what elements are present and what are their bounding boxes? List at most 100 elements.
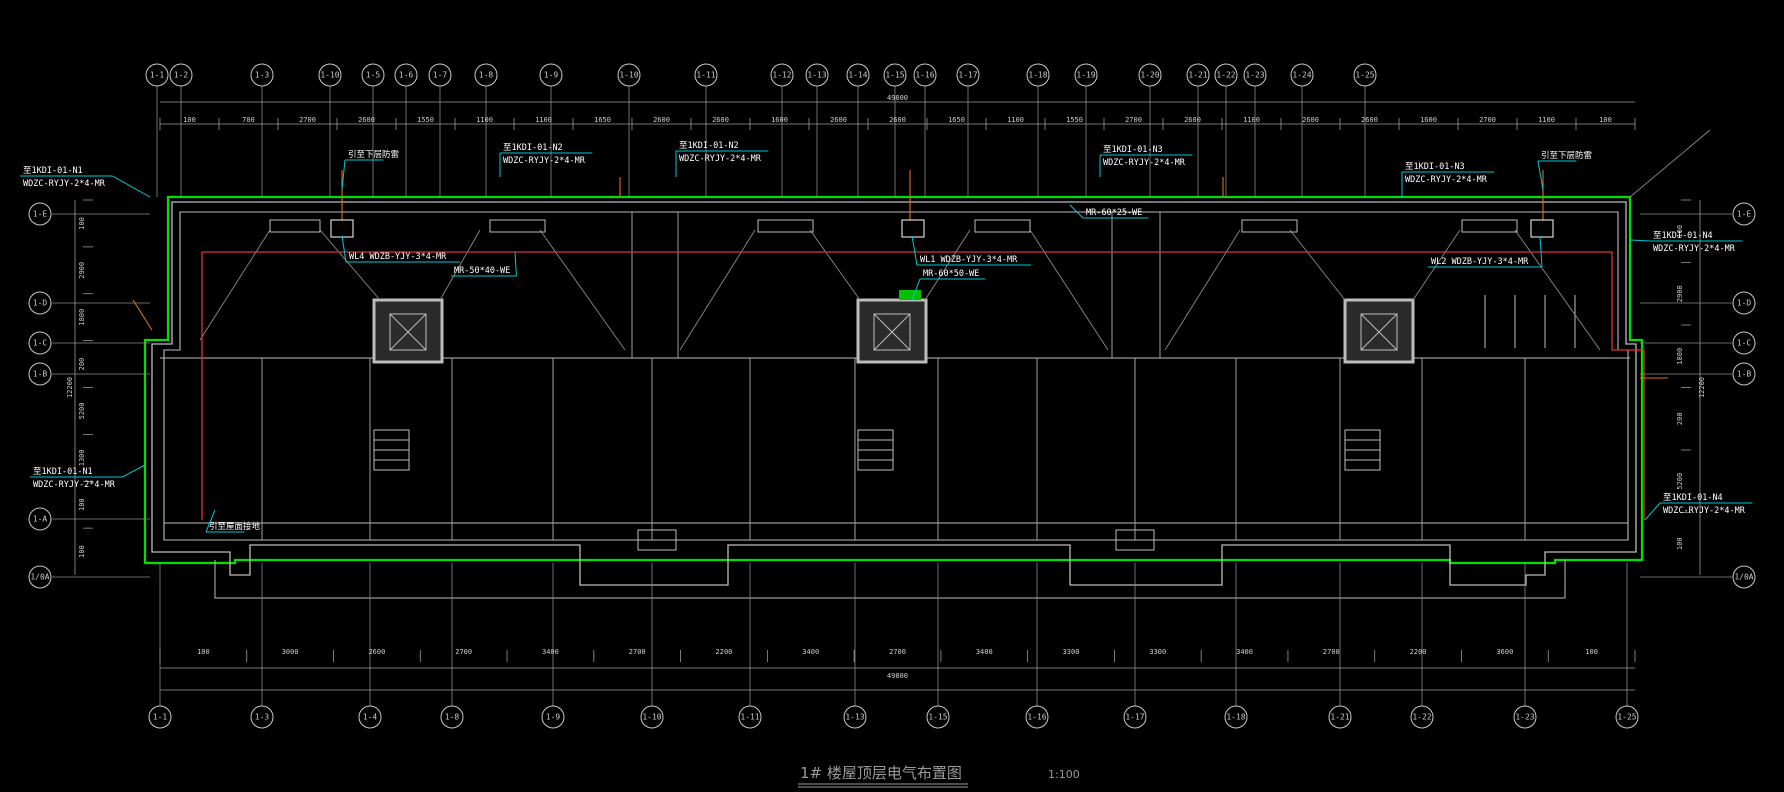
dim-value: 1650 (948, 116, 965, 124)
grid-bubble (169, 63, 193, 87)
grid-label: 1-C (33, 339, 48, 348)
grid-bubble (428, 63, 452, 87)
leader-line (1537, 160, 1544, 191)
outer-wall (151, 201, 1637, 586)
dim-value: 1100 (476, 116, 493, 124)
dim-value: 2700 (629, 648, 646, 656)
grid-bubble (1732, 565, 1756, 589)
grid-label: 1-E (1737, 210, 1752, 219)
grid-label: 1-3 (255, 713, 270, 722)
dim-value: 5200 (1676, 473, 1684, 490)
annotation-line1: 至1KDI-01-N3 (1103, 145, 1163, 155)
grid-label: 1-D (1737, 299, 1752, 308)
annotation-line2: WDZC-RYJY-2*4-MR (679, 154, 762, 164)
grid-bubble (440, 705, 464, 729)
annotation-line2: WDZC-RYJY-2*4-MR (1405, 175, 1488, 185)
grid-bubble (394, 63, 418, 87)
annotation-line1: WL4 WDZB-YJY-3*4-MR (349, 252, 447, 262)
annotation-line1: 引至下层防雷 (348, 149, 399, 160)
dim-value: 2600 (1184, 116, 1201, 124)
drawing-title-block: 1# 楼屋顶层电气布置图 1:100 (798, 764, 1080, 788)
dim-value: 2700 (889, 648, 906, 656)
dim-value: 1650 (594, 116, 611, 124)
grid-label: 1-23 (1245, 71, 1264, 80)
dim-value: 1600 (1420, 116, 1437, 124)
distribution-boxes (330, 219, 1554, 238)
dim-value: 2700 (299, 116, 316, 124)
annotation-line1: MR-60*50-WE (923, 269, 979, 279)
grid-bubble (805, 63, 829, 87)
grid-label: 1-D (33, 299, 48, 308)
leader-line (911, 278, 921, 301)
grid-bubble (1026, 63, 1050, 87)
dim-value: 200 (1676, 412, 1684, 425)
grid-bubble (145, 63, 169, 87)
grid-bubble (883, 63, 907, 87)
dim-value: 100 (1676, 537, 1684, 550)
dim-value: 2700 (1125, 116, 1142, 124)
annotation-line1: 至1KDI-01-N1 (33, 467, 93, 477)
annotation-line1: 至1KDI-01-N2 (503, 143, 563, 153)
grid-bubble (250, 705, 274, 729)
drawing-scale: 1:100 (1048, 768, 1080, 781)
dim-value: 100 (1599, 116, 1612, 124)
grid-label: 1-22 (1412, 713, 1431, 722)
dim-value: 700 (242, 116, 255, 124)
dim-value: 1800 (1676, 348, 1684, 365)
grid-bubble (1243, 63, 1267, 87)
leader-line (1069, 204, 1084, 219)
dim-value: 3400 (802, 648, 819, 656)
annotation-line1: MR-50*40-WE (454, 266, 510, 276)
grid-label: 1-20 (1140, 71, 1159, 80)
grid-bubble (28, 331, 52, 355)
dim-value: 2600 (830, 116, 847, 124)
grid-label: 1-24 (1292, 71, 1311, 80)
grid-label: 1-C (1737, 339, 1752, 348)
grid-label: 1-13 (807, 71, 826, 80)
dim-value: 2600 (653, 116, 670, 124)
dimension-lines (74, 101, 1701, 691)
dim-value: 2700 (1479, 116, 1496, 124)
grid-bubble (694, 63, 718, 87)
grid-label: 1-21 (1330, 713, 1349, 722)
dim-value: 2600 (712, 116, 729, 124)
lower-outline (214, 560, 1566, 599)
grid-label: 1-A (33, 515, 48, 524)
leader-line (1629, 239, 1651, 242)
grid-bubble (1025, 705, 1049, 729)
leader-line (1644, 502, 1661, 521)
dim-value: 1800 (78, 309, 86, 326)
leader-line (911, 235, 918, 266)
grid-bubble (1513, 705, 1537, 729)
grid-label: 1-1 (153, 713, 168, 722)
grid-axis-left: 1-E1-D1-C1-B1-A1/0A (28, 202, 150, 589)
grid-bubble (318, 63, 342, 87)
grid-bubble (1353, 63, 1377, 87)
grid-label: 1-11 (740, 713, 759, 722)
dim-value: 1550 (1066, 116, 1083, 124)
grid-label: 1-16 (915, 71, 934, 80)
grid-axis-right: 1-E1-D1-C1-B1/0A (1640, 202, 1756, 589)
annotation-line1: WL1 WDZB-YJY-3*4-MR (920, 255, 1018, 265)
green-box (899, 290, 921, 300)
grid-bubble (1732, 291, 1756, 315)
dim-value: 2600 (1302, 116, 1319, 124)
grid-label: 1-15 (885, 71, 904, 80)
annotation-line2: WDZC-RYJY-2*4-MR (1663, 506, 1746, 516)
dim-value: 1600 (771, 116, 788, 124)
dim-value: 200 (78, 358, 86, 371)
grid-label: 1/0A (30, 573, 49, 582)
grid-bubble (1410, 705, 1434, 729)
grid-label: 1-18 (1226, 713, 1245, 722)
annotation-line1: 至1KDI-01-N1 (23, 166, 83, 176)
grid-label: 1-17 (958, 71, 977, 80)
grid-bubble (474, 63, 498, 87)
dim-total: 49800 (887, 672, 908, 680)
grid-label: 1-25 (1617, 713, 1636, 722)
leader-line (122, 464, 146, 478)
grid-label: 1-B (1737, 370, 1752, 379)
